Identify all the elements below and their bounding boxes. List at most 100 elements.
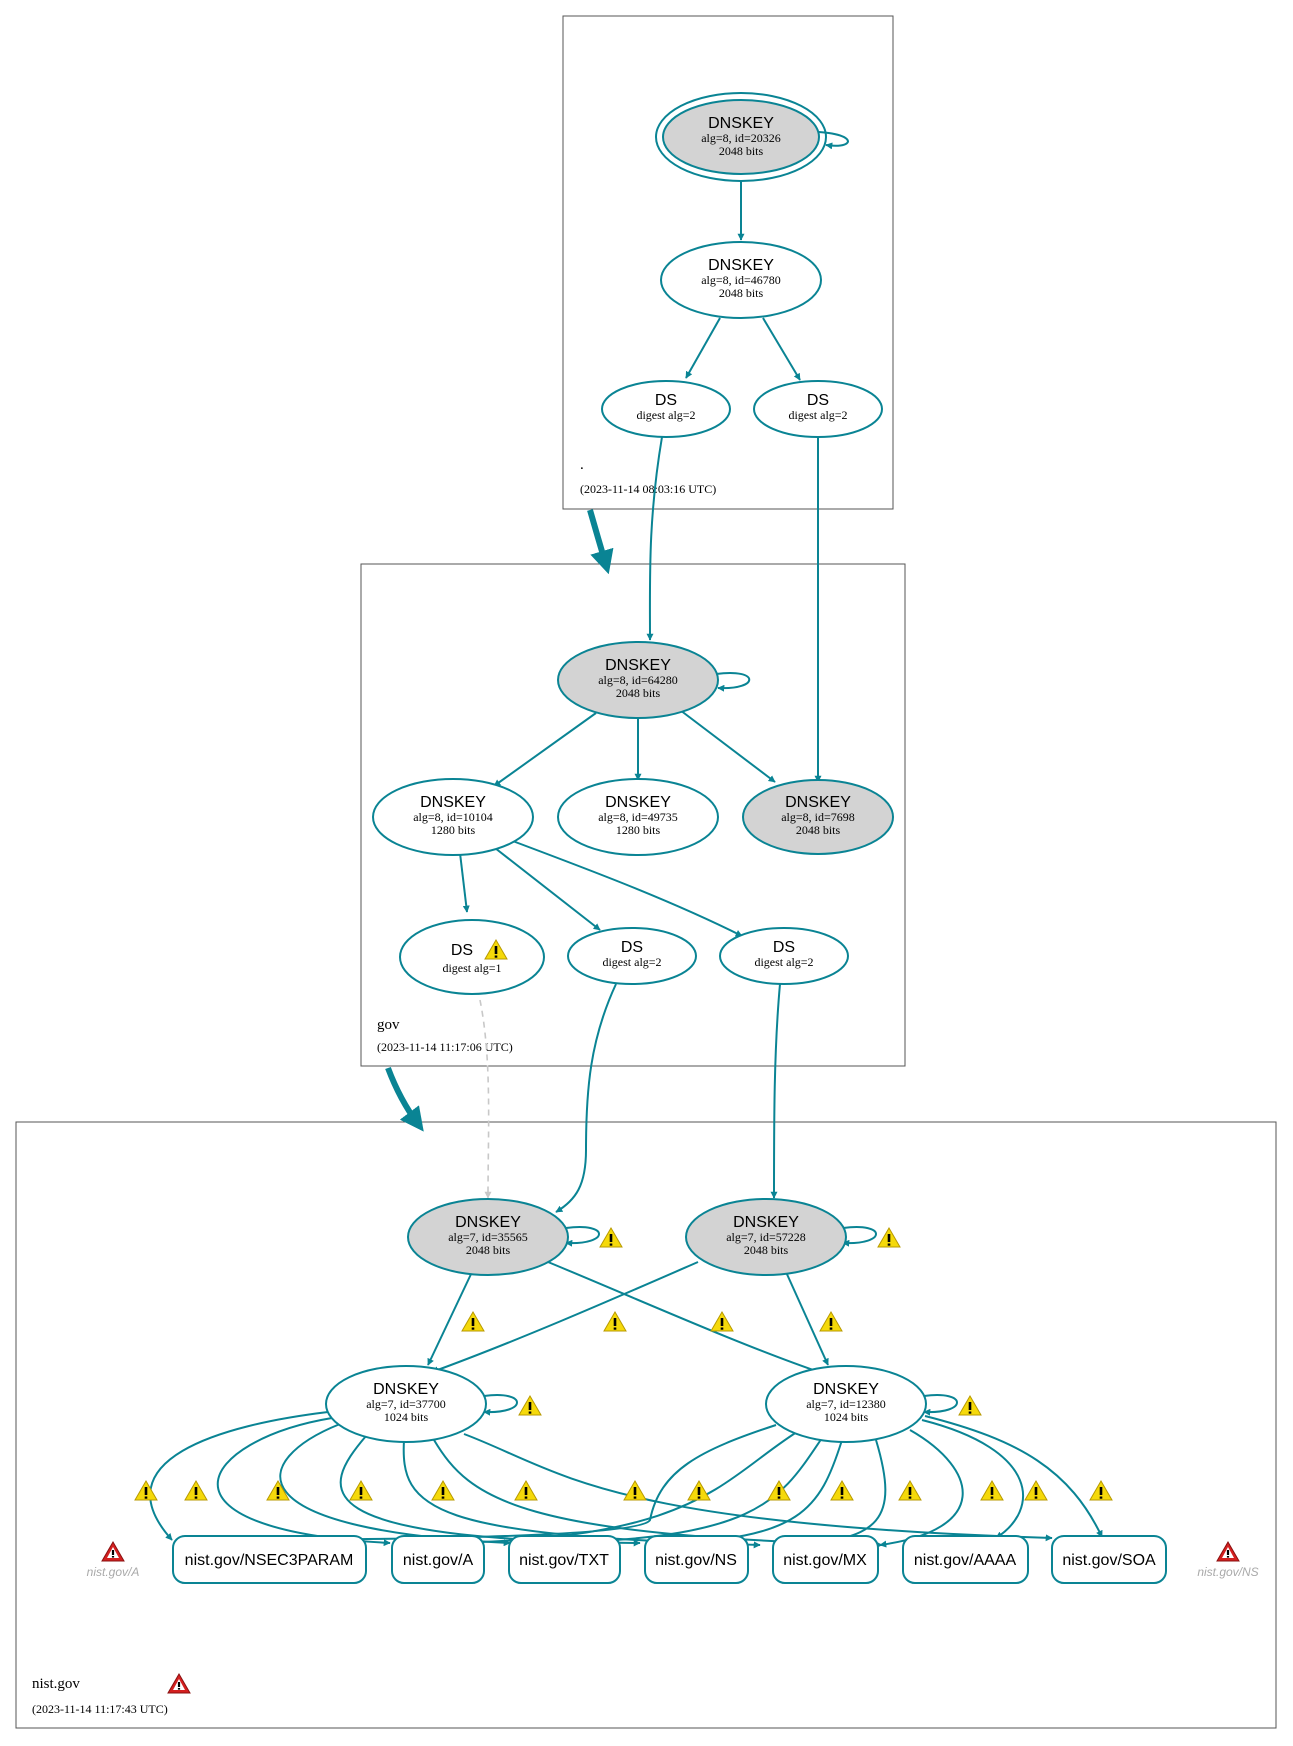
rrset-aaaa-label: nist.gov/AAAA xyxy=(914,1552,1017,1569)
rrset-a[interactable]: nist.gov/A xyxy=(391,1535,485,1584)
node-gov-ksk-7698-title: DNSKEY xyxy=(785,794,851,811)
warning-icon xyxy=(623,1480,647,1501)
warning-icon xyxy=(819,1311,843,1332)
error-icon xyxy=(101,1541,125,1562)
rrset-soa-label: nist.gov/SOA xyxy=(1062,1552,1156,1569)
rrset-aaaa[interactable]: nist.gov/AAAA xyxy=(902,1535,1029,1584)
rrset-ns[interactable]: nist.gov/NS xyxy=(644,1535,749,1584)
node-nist-zsk-37700-title: DNSKEY xyxy=(373,1381,439,1398)
node-gov-zsk-49735-title: DNSKEY xyxy=(605,794,671,811)
warning-icon xyxy=(514,1480,538,1501)
node-gov-ds-3[interactable]: DS digest alg=2 xyxy=(719,927,849,985)
node-nist-zsk-37700-bits: 1024 bits xyxy=(384,1410,429,1424)
node-root-ksk-alg: alg=8, id=20326 xyxy=(701,131,781,145)
edge-warnings xyxy=(134,1227,1113,1501)
rrset-ns-label: nist.gov/NS xyxy=(655,1552,737,1569)
node-gov-ds-1[interactable]: DS digest alg=1 xyxy=(399,919,545,995)
warning-icon xyxy=(1024,1480,1048,1501)
edges-gov xyxy=(459,672,781,1213)
node-gov-zsk-49735-bits: 1280 bits xyxy=(616,823,661,837)
node-root-ds-1-title: DS xyxy=(655,392,677,409)
node-gov-zsk-10104-title: DNSKEY xyxy=(420,794,486,811)
node-root-ksk-title: DNSKEY xyxy=(708,115,774,132)
node-gov-ds-3-digest: digest alg=2 xyxy=(754,955,813,969)
node-root-zsk-bits: 2048 bits xyxy=(719,286,764,300)
warning-icon xyxy=(877,1227,901,1248)
node-root-ds-2-digest: digest alg=2 xyxy=(788,408,847,422)
node-nist-ksk-57228[interactable]: DNSKEY alg=7, id=57228 2048 bits xyxy=(685,1198,847,1276)
node-root-ds-2-title: DS xyxy=(807,392,829,409)
node-gov-ksk-64280[interactable]: DNSKEY alg=8, id=64280 2048 bits xyxy=(557,641,719,719)
node-gov-ds-2-digest: digest alg=2 xyxy=(602,955,661,969)
node-nist-zsk-37700[interactable]: DNSKEY alg=7, id=37700 1024 bits xyxy=(325,1365,487,1443)
zone-gov-timestamp: (2023-11-14 11:17:06 UTC) xyxy=(377,1040,513,1054)
warning-icon xyxy=(710,1311,734,1332)
zone-gov-name: gov xyxy=(377,1017,400,1033)
warning-icon xyxy=(1089,1480,1113,1501)
warning-icon xyxy=(898,1480,922,1501)
delegation-arrow-gov-nist xyxy=(385,1066,424,1132)
node-nist-zsk-12380-bits: 1024 bits xyxy=(824,1410,869,1424)
zone-root: . (2023-11-14 08:03:16 UTC) xyxy=(562,15,894,510)
node-gov-ds-2[interactable]: DS digest alg=2 xyxy=(567,927,697,985)
warning-icon xyxy=(184,1480,208,1501)
node-gov-zsk-10104-alg: alg=8, id=10104 xyxy=(413,810,493,824)
warning-icon xyxy=(518,1395,542,1416)
node-root-zsk[interactable]: DNSKEY alg=8, id=46780 2048 bits xyxy=(660,241,822,319)
zone-root-timestamp: (2023-11-14 08:03:16 UTC) xyxy=(580,482,716,496)
edges-nist-keys xyxy=(427,1226,958,1416)
warning-icon xyxy=(431,1480,455,1501)
warning-icon xyxy=(599,1227,623,1248)
node-gov-zsk-10104[interactable]: DNSKEY alg=8, id=10104 1280 bits xyxy=(372,778,534,856)
node-gov-ds-2-title: DS xyxy=(621,939,643,956)
warning-icon xyxy=(980,1480,1004,1501)
rrset-nsec3param-label: nist.gov/NSEC3PARAM xyxy=(185,1552,354,1569)
node-nist-zsk-37700-alg: alg=7, id=37700 xyxy=(366,1397,446,1411)
node-gov-zsk-10104-bits: 1280 bits xyxy=(431,823,476,837)
rrset-a-label: nist.gov/A xyxy=(403,1552,474,1569)
node-gov-zsk-49735[interactable]: DNSKEY alg=8, id=49735 1280 bits xyxy=(557,778,719,856)
warning-icon xyxy=(134,1480,158,1501)
node-nist-zsk-12380-title: DNSKEY xyxy=(813,1381,879,1398)
node-root-ds-1[interactable]: DS digest alg=2 xyxy=(601,380,731,438)
node-gov-ksk-64280-bits: 2048 bits xyxy=(616,686,661,700)
node-gov-ds-1-digest: digest alg=1 xyxy=(442,961,501,975)
rrset-mx[interactable]: nist.gov/MX xyxy=(772,1535,879,1584)
node-gov-ksk-7698-alg: alg=8, id=7698 xyxy=(781,810,855,824)
zone-nist-name: nist.gov xyxy=(32,1676,80,1692)
node-gov-ksk-7698[interactable]: DNSKEY alg=8, id=7698 2048 bits xyxy=(742,779,894,855)
warning-icon xyxy=(461,1311,485,1332)
missing-nist-a[interactable]: nist.gov/A xyxy=(87,1541,140,1579)
warning-icon xyxy=(603,1311,627,1332)
warning-icon xyxy=(830,1480,854,1501)
node-nist-ksk-57228-alg: alg=7, id=57228 xyxy=(726,1230,806,1244)
error-icon xyxy=(1216,1541,1240,1562)
node-root-zsk-title: DNSKEY xyxy=(708,257,774,274)
rrset-soa[interactable]: nist.gov/SOA xyxy=(1051,1535,1167,1584)
node-nist-ksk-35565-alg: alg=7, id=35565 xyxy=(448,1230,528,1244)
delegation-arrow-root-gov xyxy=(587,509,614,575)
node-nist-zsk-12380[interactable]: DNSKEY alg=7, id=12380 1024 bits xyxy=(765,1365,927,1443)
rrset-txt[interactable]: nist.gov/TXT xyxy=(508,1535,621,1584)
error-icon xyxy=(167,1673,191,1694)
rrset-mx-label: nist.gov/MX xyxy=(783,1552,867,1569)
missing-nist-a-label: nist.gov/A xyxy=(87,1565,140,1579)
node-nist-ksk-35565[interactable]: DNSKEY alg=7, id=35565 2048 bits xyxy=(407,1198,569,1276)
node-nist-ksk-57228-bits: 2048 bits xyxy=(744,1243,789,1257)
node-nist-ksk-57228-title: DNSKEY xyxy=(733,1214,799,1231)
node-gov-ds-3-title: DS xyxy=(773,939,795,956)
rrset-nsec3param[interactable]: nist.gov/NSEC3PARAM xyxy=(172,1535,367,1584)
node-gov-ds-1-title: DS xyxy=(451,942,473,959)
edges-rrsig xyxy=(149,1411,1103,1549)
node-gov-zsk-49735-alg: alg=8, id=49735 xyxy=(598,810,678,824)
node-root-ksk-bits: 2048 bits xyxy=(719,144,764,158)
node-root-zsk-alg: alg=8, id=46780 xyxy=(701,273,781,287)
warning-icon xyxy=(349,1480,373,1501)
node-nist-ksk-35565-bits: 2048 bits xyxy=(466,1243,511,1257)
node-root-ds-2[interactable]: DS digest alg=2 xyxy=(753,380,883,438)
node-gov-ksk-64280-title: DNSKEY xyxy=(605,657,671,674)
missing-nist-ns[interactable]: nist.gov/NS xyxy=(1197,1541,1259,1579)
node-gov-ksk-7698-bits: 2048 bits xyxy=(796,823,841,837)
node-root-ksk[interactable]: DNSKEY alg=8, id=20326 2048 bits xyxy=(655,92,827,182)
